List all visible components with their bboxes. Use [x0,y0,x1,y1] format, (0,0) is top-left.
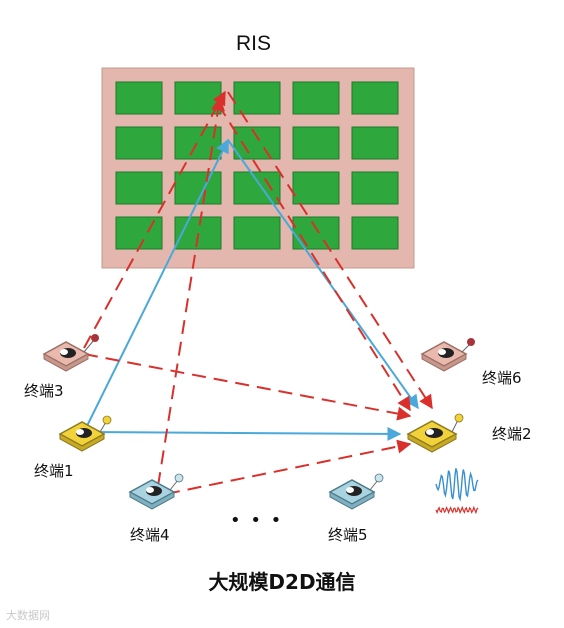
link-t1-t2 [85,426,402,441]
terminal-5-icon [328,473,384,510]
ris-element [115,216,163,250]
terminal-4-icon [128,473,184,510]
ris-element [351,216,399,250]
link-ris-t2-b [217,103,411,412]
ris-element [351,171,399,205]
ris-element [115,81,163,115]
signal-waveform-icon [435,468,479,515]
solid-links [85,138,419,441]
terminal-3-label: 终端3 [24,382,64,400]
ris-element [233,171,281,205]
more-terminals-ellipsis: • • • [230,510,284,531]
terminal-2-label: 终端2 [492,425,532,443]
terminal-6-label: 终端6 [482,369,522,387]
ris-element [292,81,340,115]
terminal-6-icon [420,338,475,372]
terminal-1-icon [58,415,112,452]
terminal-3-icon [42,334,99,372]
terminal-2-icon [406,413,464,453]
terminal-5-label: 终端5 [328,526,368,544]
dashed-links [83,90,433,495]
ris-element [233,81,281,115]
terminal-1-label: 终端1 [34,462,74,480]
ris-element [233,126,281,160]
link-t1-ris [85,138,229,429]
terminal-4-label: 终端4 [130,526,170,544]
ris-element [233,216,281,250]
ris-element [292,216,340,250]
link-t4-t2 [165,439,412,495]
link-ris-t2-a [227,91,433,410]
ris-element [174,126,222,160]
ris-element [292,171,340,205]
ris-element [174,81,222,115]
link-t3-t2 [83,353,412,421]
watermark: 大数据网 [6,609,50,622]
ris-element [292,126,340,160]
ris-label: RIS [236,32,272,55]
ris-element [115,126,163,160]
ris-element [115,171,163,205]
link-ris-t2 [227,139,419,410]
link-t3-ris [83,90,226,349]
diagram-caption: 大规模D2D通信 [208,570,356,594]
ris-element [351,126,399,160]
ris-element [351,81,399,115]
